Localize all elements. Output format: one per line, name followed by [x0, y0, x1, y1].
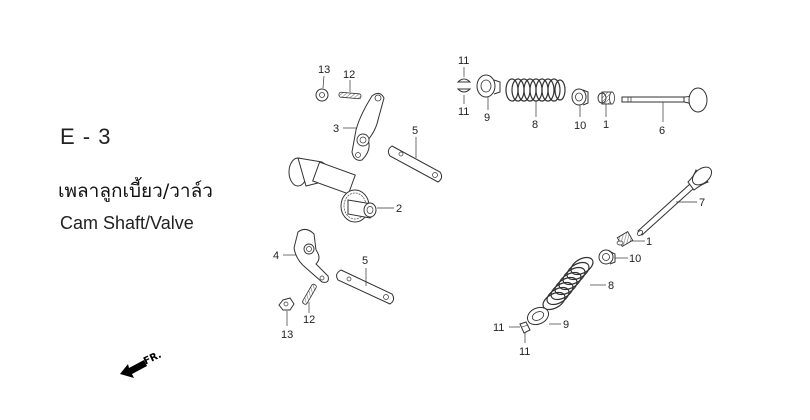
- valve-spring-retainer-bottom[interactable]: [525, 304, 552, 328]
- rocker-arm-lower[interactable]: [293, 228, 329, 283]
- valve-cotter-bottom[interactable]: [519, 321, 531, 334]
- adjusting-screw-bottom[interactable]: [302, 283, 317, 305]
- callout-5-top: 5: [412, 125, 418, 137]
- section-title-english: Cam Shaft/Valve: [60, 213, 194, 233]
- callout-1-top: 1: [603, 119, 609, 131]
- front-label: FR.: [142, 350, 163, 368]
- callout-11-bottom-a: 11: [493, 322, 504, 334]
- callout-12-bottom: 12: [303, 314, 315, 326]
- valve-spring-seat-bottom[interactable]: [598, 249, 616, 265]
- callout-2: 2: [396, 203, 402, 215]
- callout-8-bottom: 8: [608, 280, 614, 292]
- callout-10-top: 10: [574, 120, 586, 132]
- callout-8-top: 8: [532, 119, 538, 131]
- callout-13-bottom: 13: [281, 329, 293, 341]
- adjusting-screw-top[interactable]: [338, 91, 362, 100]
- callout-12-top: 12: [343, 69, 355, 81]
- callout-4: 4: [273, 250, 279, 262]
- callout-7: 7: [699, 197, 705, 209]
- callout-11-bottom-b: 11: [519, 346, 530, 358]
- valve-spring-top[interactable]: [505, 78, 566, 102]
- exhaust-valve[interactable]: [636, 164, 715, 237]
- rocker-shaft-top[interactable]: [387, 145, 443, 183]
- lock-nut-top[interactable]: [315, 88, 329, 102]
- callout-3: 3: [333, 123, 339, 135]
- rocker-arm-upper[interactable]: [351, 92, 385, 161]
- rocker-shaft-bottom[interactable]: [336, 269, 395, 305]
- valve-spring-bottom[interactable]: [540, 254, 596, 313]
- camshaft[interactable]: [288, 157, 377, 223]
- callout-11-top-a: 11: [458, 55, 469, 67]
- callout-11-top-b: 11: [458, 106, 469, 118]
- callout-6: 6: [659, 125, 665, 137]
- valve-stem-seal-bottom[interactable]: [616, 231, 634, 247]
- valve-spring-retainer-top[interactable]: [476, 74, 501, 98]
- callout-9-top: 9: [484, 112, 490, 124]
- intake-valve[interactable]: [621, 87, 708, 113]
- callout-13-top: 13: [318, 64, 330, 76]
- valve-spring-seat-top[interactable]: [571, 88, 589, 106]
- front-direction-indicator: FR.: [120, 350, 163, 378]
- lock-nut-bottom[interactable]: [278, 297, 295, 311]
- arrow-down-left-icon: [120, 360, 147, 378]
- valve-cotter-top[interactable]: [456, 78, 472, 93]
- callout-9-bottom: 9: [563, 319, 569, 331]
- callout-10-bottom: 10: [629, 253, 641, 265]
- valve-stem-seal-top[interactable]: [597, 91, 615, 105]
- callout-1-bottom: 1: [646, 236, 652, 248]
- callout-5-bottom: 5: [362, 255, 368, 267]
- section-code: E - 3: [60, 124, 112, 149]
- section-title-thai: เพลาลูกเบี้ยว/วาล์ว: [58, 180, 213, 202]
